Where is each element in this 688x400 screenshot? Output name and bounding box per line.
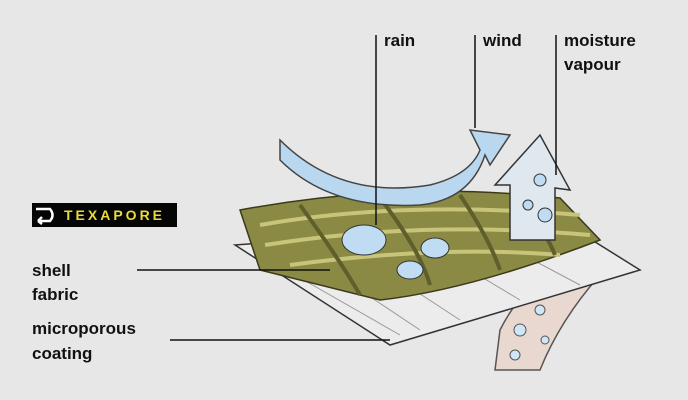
leader-lines [137,35,557,341]
water-drop [420,237,450,259]
logo-text: TEXAPORE [64,207,166,223]
label-microporous: microporous [32,319,136,338]
label-moisture: moisture [564,31,636,50]
wind-arrow [279,129,512,207]
label-shell: shell [32,261,71,280]
water-drop [396,260,424,280]
label-fabric: fabric [32,285,79,304]
texapore-logo: TEXAPORE [32,203,177,227]
label-rain: rain [384,31,416,50]
logo-arrow-icon [36,207,54,225]
label-wind: wind [483,31,522,50]
label-coating: coating [32,344,93,363]
label-vapour: vapour [564,55,621,74]
water-drop [341,224,387,256]
